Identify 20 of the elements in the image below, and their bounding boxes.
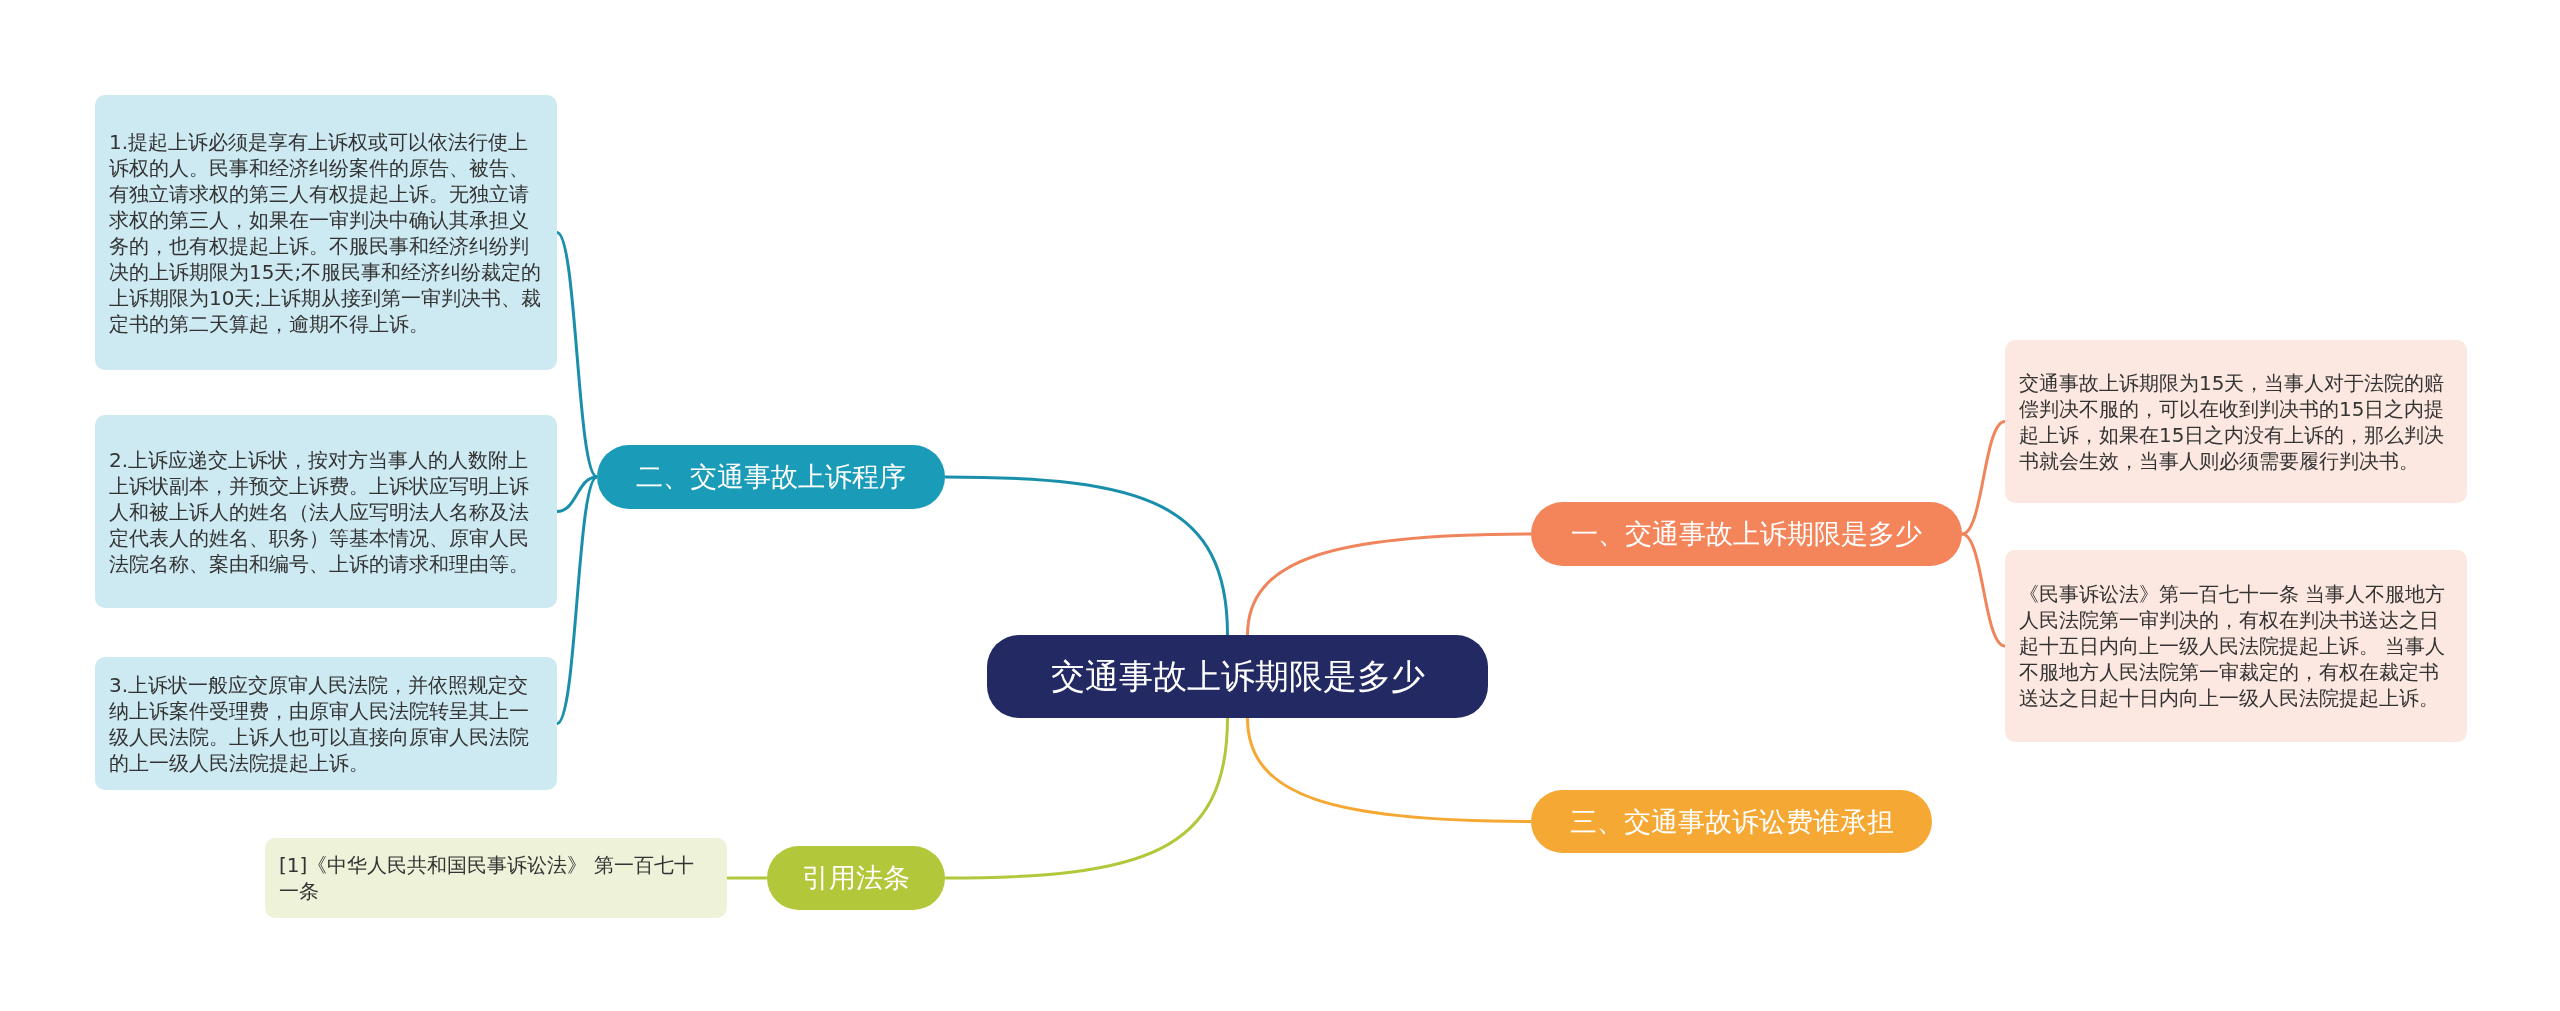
connector-line: [1961, 420, 2006, 536]
connector-line: [1246, 532, 1531, 636]
text-card: 《民事诉讼法》第一百七十一条 当事人不服地方人民法院第一审判决的，有权在判决书送达之日起十五日内向上一级人民法院提起上诉。 当事人不服地方人民法院第一审裁定的，有权在裁定书送达之日起十日内向上一级人民法院提起上诉。: [2005, 550, 2467, 742]
text-card: [1]《中华人民共和国民事诉讼法》 第一百七十一条: [265, 838, 727, 918]
connector-line: [555, 231, 599, 479]
connector-line: [945, 475, 1229, 636]
topic-box: 引用法条: [767, 846, 945, 910]
topic-box: 二、交通事故上诉程序: [597, 445, 945, 509]
text-card: 2.上诉应递交上诉状，按对方当事人的人数附上上诉状副本，并预交上诉费。上诉状应写明上诉人和被上诉人的姓名（法人应写明法人名称及法定代表人的姓名、职务）等基本情况、原审人民法院名称、案由和编号、上诉的请求和理由等。: [95, 415, 557, 608]
topic-box: 三、交通事故诉讼费谁承担: [1531, 790, 1932, 853]
text-card: 交通事故上诉期限为15天，当事人对于法院的赔偿判决不服的，可以在收到判决书的15日之内提起上诉，如果在15日之内没有上诉的，那么判决书就会生效，当事人则必须需要履行判决书。: [2005, 340, 2467, 503]
connector-line: [1246, 717, 1531, 823]
text-card: 3.上诉状一般应交原审人民法院，并依照规定交纳上诉案件受理费，由原审人民法院转呈其上一级人民法院。上诉人也可以直接向原审人民法院的上一级人民法院提起上诉。: [95, 657, 557, 790]
connector-line: [1961, 532, 2006, 648]
connector-line: [727, 876, 767, 880]
central-topic: 交通事故上诉期限是多少: [987, 635, 1488, 718]
connector-line: [555, 475, 599, 725]
topic-box: 一、交通事故上诉期限是多少: [1531, 502, 1962, 566]
connector-line: [945, 717, 1229, 880]
text-card: 1.提起上诉必须是享有上诉权或可以依法行使上诉权的人。民事和经济纠纷案件的原告、被告、有独立请求权的第三人有权提起上诉。无独立请求权的第三人，如果在一审判决中确认其承担义务的，也有权提起上诉。不服民事和经济纠纷判决的上诉期限为15天;不服民事和经济纠纷裁定的上诉期限为10天;上诉期从接到第一审判决书、裁定书的第二天算起，逾期不得上诉。: [95, 95, 557, 370]
